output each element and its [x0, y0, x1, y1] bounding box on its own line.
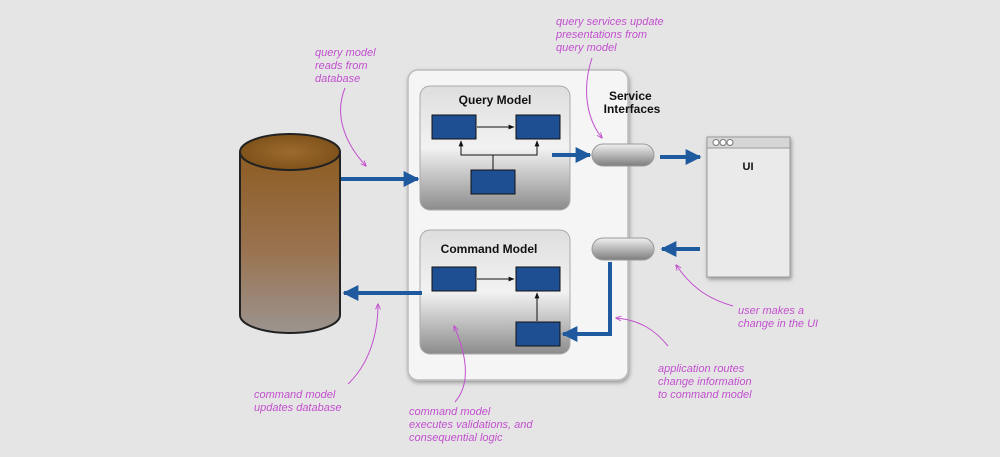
- annotation-line: executes validations, and: [409, 419, 533, 431]
- annotation-command-executes: command model executes validations, and …: [409, 406, 536, 444]
- annotation-user-change: user makes a change in the UI: [738, 305, 818, 330]
- command-model-title: Command Model: [441, 242, 538, 256]
- service-interfaces-line-2: Interfaces: [604, 102, 661, 116]
- annotation-line: query services update: [556, 16, 664, 28]
- annotation-query-services: query services update presentations from…: [555, 16, 667, 54]
- annotation-app-routes: application routes change information to…: [658, 363, 755, 401]
- leader-command-updates: [347, 304, 378, 385]
- annotation-query-reads: query model reads from database: [315, 47, 379, 85]
- annotation-line: change information: [658, 376, 752, 388]
- command-box-left: [431, 266, 477, 292]
- service-interfaces-title: Service Interfaces: [604, 89, 661, 116]
- annotation-line: query model: [315, 47, 376, 59]
- leader-user-change: [676, 265, 734, 307]
- leader-app-routes: [616, 318, 669, 347]
- annotation-line: to command model: [658, 389, 752, 401]
- ui-window-button-icon: [726, 139, 734, 146]
- query-arrow-bottom-right: [493, 140, 540, 156]
- annotation-line: updates database: [254, 402, 341, 414]
- ui-window-button-icon: [712, 139, 720, 146]
- annotation-line: presentations from: [555, 29, 647, 41]
- query-box-right: [515, 114, 561, 140]
- query-box-left: [431, 114, 477, 140]
- ui-window: UI: [706, 136, 791, 278]
- query-arrow-bottom-left: [458, 140, 494, 170]
- annotation-line: application routes: [658, 363, 745, 375]
- leader-query-reads: [340, 87, 366, 166]
- ui-window-button-icon: [719, 139, 727, 146]
- leader-command-executes: [454, 326, 466, 403]
- query-service-interface: [591, 143, 655, 167]
- annotation-line: change in the UI: [738, 318, 818, 330]
- annotation-line: user makes a: [738, 305, 804, 317]
- command-model-panel: Command Model: [419, 229, 571, 355]
- annotation-line: command model: [254, 389, 336, 401]
- query-model-panel: Query Model: [419, 85, 571, 211]
- query-box-bottom: [470, 169, 516, 195]
- command-service-interface: [591, 237, 655, 261]
- query-model-title: Query Model: [459, 93, 532, 107]
- annotation-line: query model: [556, 42, 617, 54]
- leader-query-services: [586, 57, 602, 138]
- annotation-line: consequential logic: [409, 432, 503, 444]
- command-box-right: [515, 266, 561, 292]
- command-box-bottom: [515, 321, 561, 347]
- annotation-line: command model: [409, 406, 491, 418]
- service-interfaces-line-1: Service: [609, 89, 652, 103]
- ui-label: UI: [743, 161, 754, 173]
- ui-window-titlebar: [706, 136, 791, 149]
- annotation-line: database: [315, 73, 360, 85]
- annotation-line: reads from: [315, 60, 368, 72]
- annotation-command-updates: command model updates database: [254, 389, 341, 414]
- arrow-interface-to-command: [561, 262, 612, 342]
- database-cylinder: [239, 133, 341, 334]
